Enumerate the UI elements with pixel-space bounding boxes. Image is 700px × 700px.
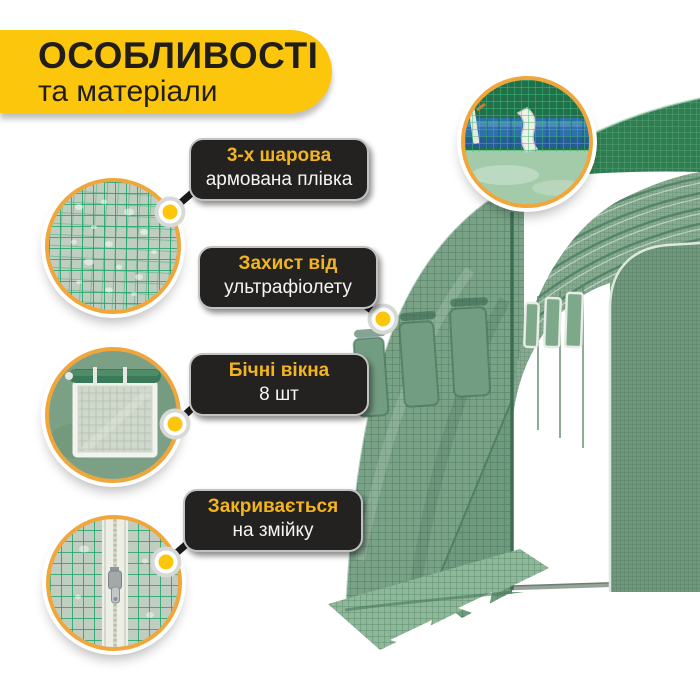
callout-windows-line2: 8 шт [259, 384, 299, 405]
reinforced-film-closeup-photo [45, 178, 181, 314]
callout-label-film: 3-х шарова армована плівка [189, 138, 369, 201]
ground-skirt [328, 549, 549, 650]
callout-label-windows: Бічні вікна 8 шт [189, 353, 369, 416]
interior-windows [523, 291, 585, 349]
callout-zipper-line1: Закривається [207, 496, 339, 517]
side-window-closeup-photo [45, 347, 181, 483]
callout-label-zipper: Закривається на змійку [183, 489, 363, 552]
callout-windows-line1: Бічні вікна [228, 360, 330, 381]
callout-film-line1: 3-х шарова [226, 145, 332, 166]
header-banner: ОСОБЛИВОСТІ та матеріали [0, 30, 332, 113]
callout-label-uv: Захист від ультрафіолету [198, 246, 378, 309]
page-title: ОСОБЛИВОСТІ [38, 34, 319, 76]
callout-uv-line2: ультрафіолету [224, 277, 352, 298]
water-drops [71, 199, 157, 296]
zipper-closeup-photo [46, 515, 182, 651]
frame-pipe-closeup-photo [461, 76, 593, 208]
callout-uv-line1: Захист від [238, 253, 338, 274]
callout-film-line2: армована плівка [205, 169, 353, 190]
zipper-slider [108, 567, 122, 604]
callout-zipper-line2: на змійку [232, 520, 314, 541]
door-mesh-panel [608, 241, 700, 592]
page-subtitle: та матеріали [38, 74, 218, 108]
